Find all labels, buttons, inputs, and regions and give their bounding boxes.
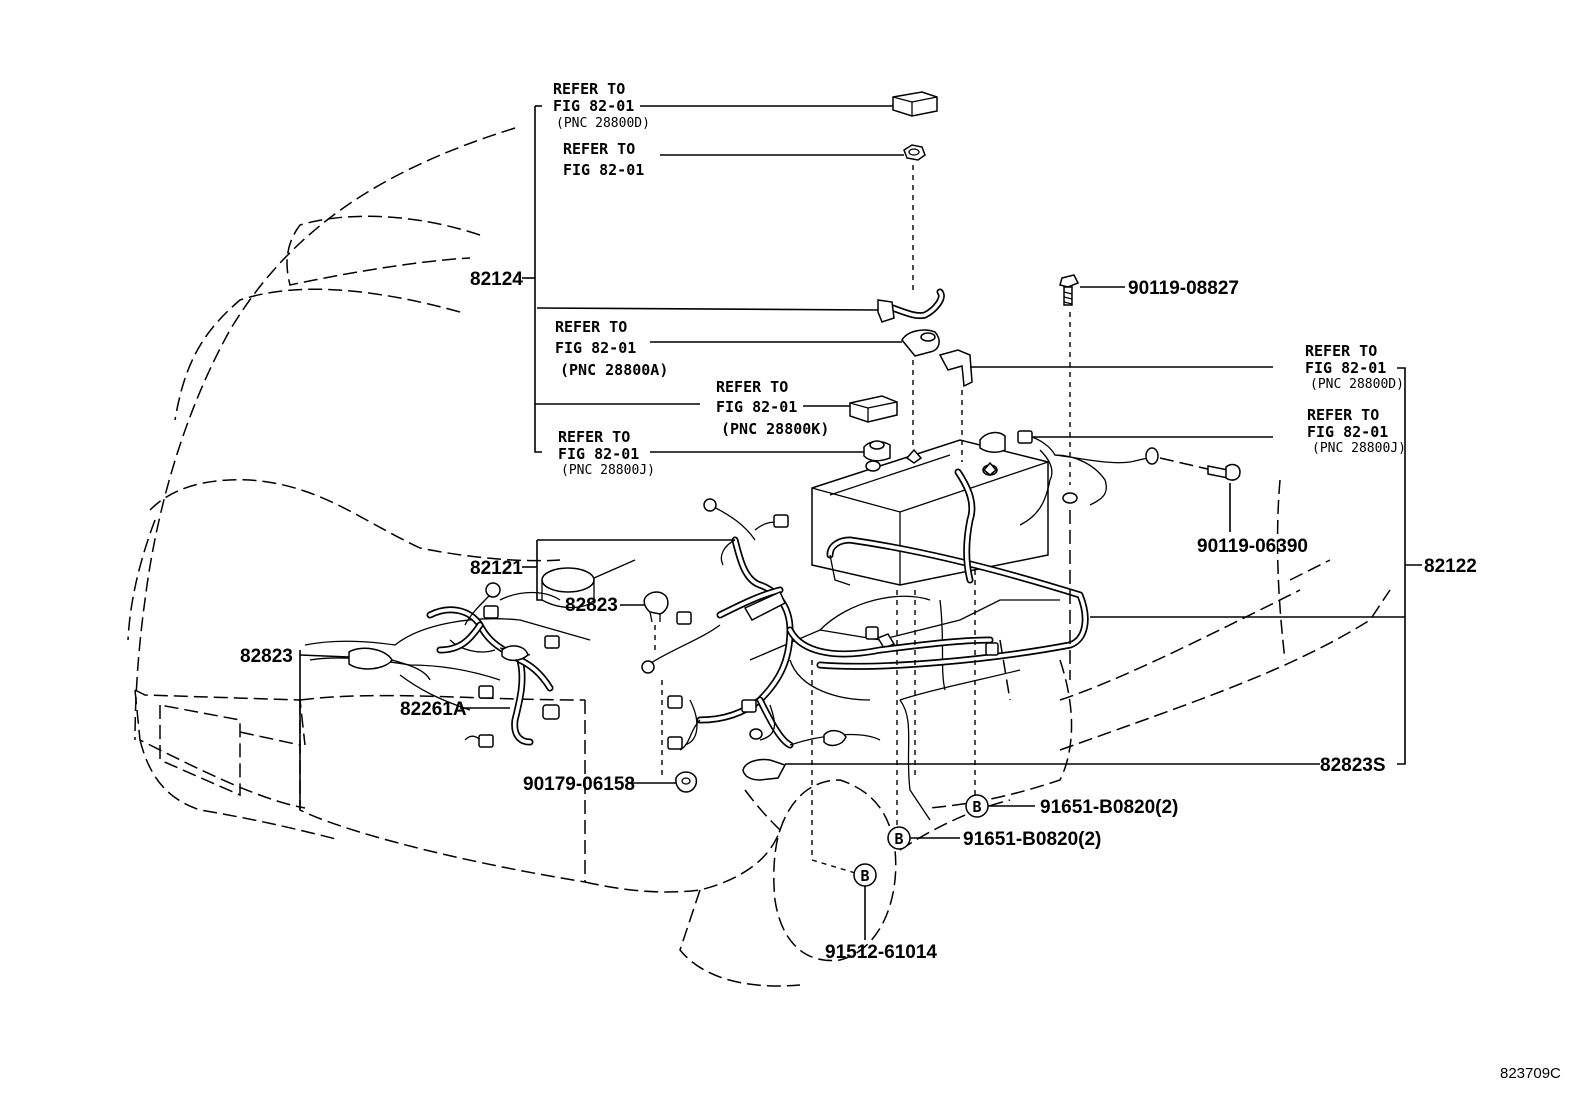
- refer-6-line1: REFER TO: [1305, 342, 1377, 360]
- b-marker-2: B: [887, 826, 911, 850]
- svg-text:B: B: [894, 830, 903, 848]
- ground-cable: [877, 288, 945, 323]
- engine-harness-left: [348, 582, 560, 748]
- figure-id: 823709C: [1500, 1065, 1561, 1082]
- callout-90179-06158: 90179-06158: [523, 774, 635, 795]
- refer-6-line3: (PNC 28800D): [1310, 377, 1404, 392]
- callout-82823-left: 82823: [240, 646, 293, 667]
- callout-82121: 82121: [470, 558, 523, 579]
- refer-2-line2: FIG 82-01: [563, 161, 644, 179]
- refer-5-line1: REFER TO: [558, 428, 630, 446]
- refer-block-7: REFER TO FIG 82-01 (PNC 28800J): [1307, 406, 1406, 456]
- battery-hold-down: [816, 468, 1089, 670]
- refer-block-1: REFER TO FIG 82-01 (PNC 28800D): [553, 80, 650, 131]
- clip-90179-06158: [675, 771, 698, 793]
- leader-lines: [299, 105, 1422, 940]
- right-terminal-cable: [979, 430, 1213, 526]
- clip-82823: [643, 591, 669, 623]
- callout-82823-middle: 82823: [565, 595, 618, 616]
- refer-block-4: REFER TO FIG 82-01 (PNC 28800K): [716, 378, 829, 438]
- terminal-bracket: [938, 349, 973, 388]
- refer-7-line1: REFER TO: [1307, 406, 1379, 424]
- terminal-nut: [903, 144, 926, 161]
- refer-1-line1: REFER TO: [553, 80, 625, 98]
- callout-90119-06390: 90119-06390: [1197, 536, 1308, 557]
- battery-tray: [749, 595, 1060, 701]
- refer-7-line2: FIG 82-01: [1307, 423, 1388, 441]
- refer-4-line3: (PNC 28800K): [721, 420, 829, 438]
- negative-terminal-clamp: [863, 440, 891, 462]
- callout-82124: 82124: [470, 269, 523, 290]
- callout-91651-B0820-b: 91651-B0820(2): [963, 829, 1101, 850]
- refer-block-2: REFER TO FIG 82-01: [563, 140, 644, 179]
- svg-text:B: B: [860, 867, 869, 885]
- refer-block-3: REFER TO FIG 82-01 (PNC 28800A): [555, 318, 668, 379]
- refer-1-line3: (PNC 28800D): [556, 116, 650, 131]
- callout-91651-B0820-a: 91651-B0820(2): [1040, 797, 1178, 818]
- refer-6-line2: FIG 82-01: [1305, 359, 1386, 377]
- b-marker-1: B: [965, 794, 989, 818]
- wire-harness-82121: [541, 498, 999, 821]
- refer-5-line3: (PNC 28800J): [561, 463, 655, 478]
- battery: [811, 439, 1049, 586]
- positive-terminal-clamp: [901, 329, 940, 357]
- callout-82261A: 82261A: [400, 699, 467, 720]
- callout-91512-61014: 91512-61014: [825, 942, 937, 963]
- refer-3-line1: REFER TO: [555, 318, 627, 336]
- callout-90119-08827: 90119-08827: [1128, 278, 1239, 299]
- refer-3-line3: (PNC 28800A): [560, 361, 668, 379]
- refer-1-line2: FIG 82-01: [553, 97, 634, 115]
- refer-5-line2: FIG 82-01: [558, 445, 639, 463]
- terminal-cover-top: [892, 91, 938, 117]
- clamp-82823S: [742, 758, 787, 781]
- bolt-90119-08827: [1059, 274, 1080, 306]
- refer-3-line2: FIG 82-01: [555, 339, 636, 357]
- b-marker-3: B: [853, 863, 877, 887]
- refer-2-line1: REFER TO: [563, 140, 635, 158]
- refer-block-6: REFER TO FIG 82-01 (PNC 28800D): [1305, 342, 1404, 392]
- refer-4-line2: FIG 82-01: [716, 398, 797, 416]
- callout-82122: 82122: [1424, 556, 1477, 577]
- vehicle-body-outline: [127, 127, 1391, 987]
- refer-block-5: REFER TO FIG 82-01 (PNC 28800J): [558, 428, 655, 478]
- svg-text:B: B: [972, 798, 981, 816]
- bolt-90119-06390: [1207, 463, 1241, 481]
- refer-7-line3: (PNC 28800J): [1312, 441, 1406, 456]
- callout-82823S: 82823S: [1320, 755, 1386, 776]
- refer-4-line1: REFER TO: [716, 378, 788, 396]
- terminal-cover-k: [849, 395, 898, 423]
